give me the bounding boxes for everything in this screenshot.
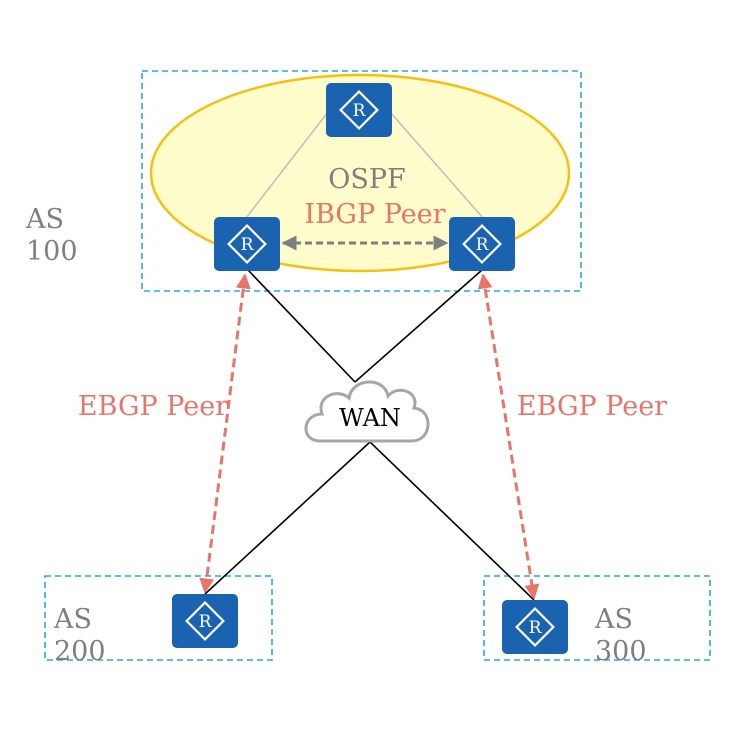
as100-label-line1: AS <box>25 204 64 235</box>
ebgp-peer-left-label: EBGP Peer <box>78 391 228 422</box>
link-as100-right-wan <box>354 269 483 383</box>
ebgp-peer-left-arrow <box>199 273 251 594</box>
ebgp-peer-right-arrow <box>477 273 540 600</box>
router-glyph: R <box>353 101 367 121</box>
router-glyph: R <box>529 618 543 638</box>
router-glyph: R <box>241 235 255 255</box>
ospf-link-top-left <box>245 111 329 219</box>
as200-label-line2: 200 <box>54 636 106 667</box>
as300-label-line1: AS <box>594 604 633 635</box>
as200-label-line1: AS <box>53 604 92 635</box>
router-as200[interactable]: R <box>170 592 240 650</box>
router-as100-left[interactable]: R <box>212 215 282 273</box>
as100-label-line2: 100 <box>26 236 78 267</box>
as300-label-line2: 300 <box>595 636 647 667</box>
router-glyph: R <box>476 235 490 255</box>
router-as100-top[interactable]: R <box>324 81 394 139</box>
as300-boundary <box>483 575 711 661</box>
as200-boundary <box>44 575 273 661</box>
ebgp-peer-right-label: EBGP Peer <box>517 391 667 422</box>
cloud-icon <box>304 380 430 443</box>
link-wan-as300 <box>369 441 535 601</box>
link-wan-as200 <box>204 441 371 595</box>
router-glyph: R <box>199 612 213 632</box>
ospf-label: OSPF <box>328 164 406 195</box>
ibgp-peer-label: IBGP Peer <box>304 199 445 230</box>
wan-label: WAN <box>339 404 401 432</box>
router-as100-right[interactable]: R <box>447 215 517 273</box>
link-as100-left-wan <box>247 269 356 383</box>
ospf-link-top-right <box>389 111 484 219</box>
router-as300[interactable]: R <box>500 598 570 656</box>
